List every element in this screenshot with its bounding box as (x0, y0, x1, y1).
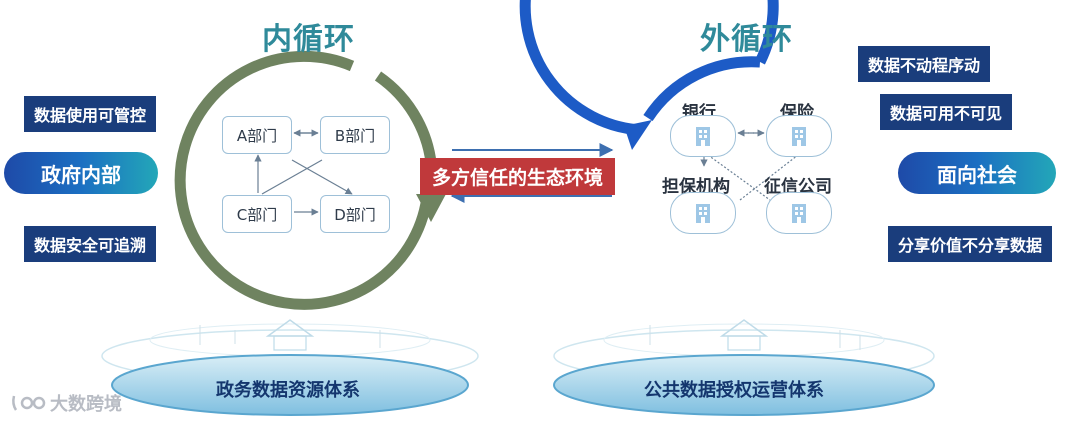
outer-loop-title: 外循环 (700, 22, 793, 57)
department-connectors (254, 129, 353, 216)
bank-building-icon (670, 115, 736, 157)
inner-ring (174, 50, 446, 310)
department-a: A部门 (222, 116, 292, 154)
department-d: D部门 (320, 195, 390, 233)
watermark-text: 大数跨境 (50, 394, 122, 415)
watermark-logo-icon (12, 395, 46, 411)
outer-ring (519, 0, 779, 150)
trust-ecosystem-label: 多方信任的生态环境 (420, 158, 616, 195)
outer-tag-usable-invisible: 数据可用不可见 (880, 94, 1013, 130)
outer-tag-share-value: 分享价值不分享数据 (888, 226, 1053, 262)
outer-pill-society: 面向社会 (898, 152, 1056, 194)
right-platform (553, 319, 935, 416)
institution-connectors (700, 129, 799, 201)
center-arrows (450, 143, 614, 203)
platform-public-data-operation: 公共数据授权运营体系 (644, 380, 824, 401)
insurance-building-icon (766, 115, 832, 157)
credit-building-icon (766, 192, 832, 234)
left-platform (101, 319, 479, 416)
inner-tag-traceable: 数据安全可追溯 (24, 226, 157, 262)
inner-loop-title: 内循环 (262, 22, 355, 57)
department-b: B部门 (320, 116, 390, 154)
outer-tag-program-moves: 数据不动程序动 (858, 46, 991, 82)
platform-government-data: 政务数据资源体系 (216, 380, 360, 401)
department-c: C部门 (222, 195, 292, 233)
inner-tag-manageable: 数据使用可管控 (24, 96, 157, 132)
inner-pill-government: 政府内部 (4, 152, 158, 194)
watermark: 大数跨境 (10, 390, 122, 416)
guarantee-building-icon (670, 192, 736, 234)
